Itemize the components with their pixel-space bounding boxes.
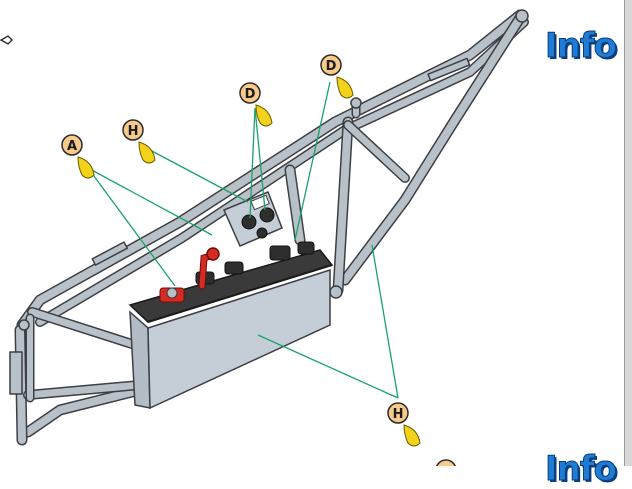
info-heading-bottom: Info (544, 449, 617, 489)
callout-d-left: D (239, 82, 273, 127)
callout-partial-bottom (435, 459, 457, 481)
roll-cage-assembly-diagram: A H D D H (0, 9, 529, 481)
callout-d-right: D (320, 54, 354, 99)
info-heading-top: Info (544, 26, 617, 66)
callout-h-lower-letter: H (393, 407, 404, 422)
callout-h-lower: H (387, 402, 421, 447)
center-console (128, 241, 334, 410)
switch-panel (223, 191, 283, 247)
frame-brackets (9, 9, 529, 395)
roll-cage-frame (9, 9, 529, 446)
page-edge-border (624, 0, 632, 466)
callout-h-upper-letter: H (128, 124, 139, 139)
callout-a: A (61, 134, 95, 179)
diagram-canvas: A H D D H (0, 9, 529, 481)
wrench-icon (0, 35, 13, 45)
frame-diagonal-strut (339, 12, 526, 286)
red-lever (198, 247, 220, 290)
callout-h-upper: H (122, 119, 156, 164)
callout-a-letter: A (67, 139, 77, 154)
frame-upper-rail (16, 9, 526, 331)
callout-d-left-letter: D (245, 87, 256, 102)
callout-d-right-letter: D (326, 59, 337, 74)
frame-crossbars (23, 307, 145, 403)
frame-vertical-posts (284, 98, 410, 296)
leader-lines (87, 81, 399, 399)
